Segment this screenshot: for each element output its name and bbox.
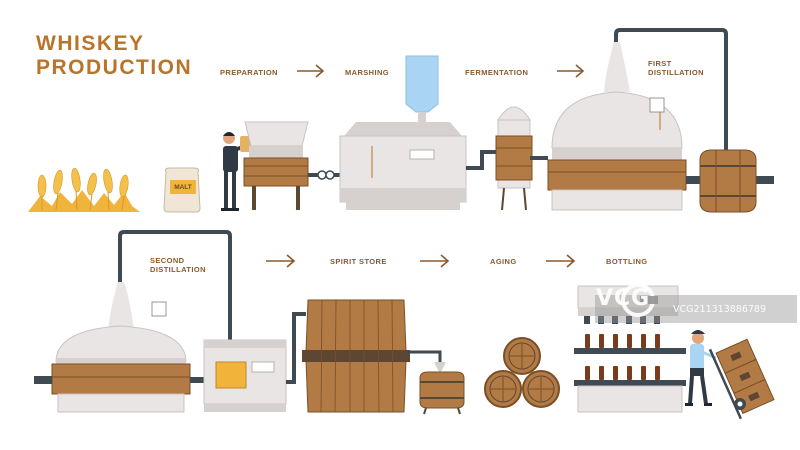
spirit-vat-icon xyxy=(302,299,446,413)
watermark-text: VCG211313886789 xyxy=(673,304,767,315)
fermenter-icon xyxy=(495,106,548,211)
malt-sack-label: MALT xyxy=(174,184,192,191)
step-label-first-distillation-line-1: FIRST xyxy=(648,59,672,68)
arrow-icon xyxy=(557,64,585,78)
step-label-preparation: PREPARATION xyxy=(220,68,278,77)
step-label-marshing: MARSHING xyxy=(345,68,390,77)
step-label-second-distillation-line-2: DISTILLATION xyxy=(150,265,206,274)
watermark-logo: VCG xyxy=(596,286,651,311)
step-label-second-distillation-line-1: SECOND xyxy=(150,256,185,265)
arrow-icon xyxy=(546,254,576,268)
flow-arrows xyxy=(266,64,585,268)
bottling-line-icon xyxy=(574,285,686,413)
worker-with-hand-truck-icon xyxy=(685,330,775,420)
wheat-field-icon xyxy=(28,167,140,212)
malt-mill-icon xyxy=(243,121,342,210)
page-title-line-1: WHISKEY xyxy=(36,32,145,55)
mash-tun-icon xyxy=(339,55,498,210)
step-label-bottling: BOTTLING xyxy=(606,257,648,266)
step-label-fermentation: FERMENTATION xyxy=(465,68,529,77)
arrow-icon xyxy=(420,254,450,268)
pot-still-icon xyxy=(34,230,232,413)
step-label-aging: AGING xyxy=(490,257,517,266)
malt-sack-icon xyxy=(163,167,201,213)
cask-icon xyxy=(419,371,465,415)
aging-barrels-icon xyxy=(484,337,560,408)
arrow-icon xyxy=(266,254,296,268)
step-label-spirit-store: SPIRIT STORE xyxy=(330,257,387,266)
pot-still-icon xyxy=(547,28,774,213)
arrow-icon xyxy=(297,64,325,78)
watermark xyxy=(595,283,797,323)
page-title-line-2: PRODUCTION xyxy=(36,56,193,79)
step-label-first-distillation-line-2: DISTILLATION xyxy=(648,68,704,77)
spirit-safe-icon xyxy=(203,312,306,412)
